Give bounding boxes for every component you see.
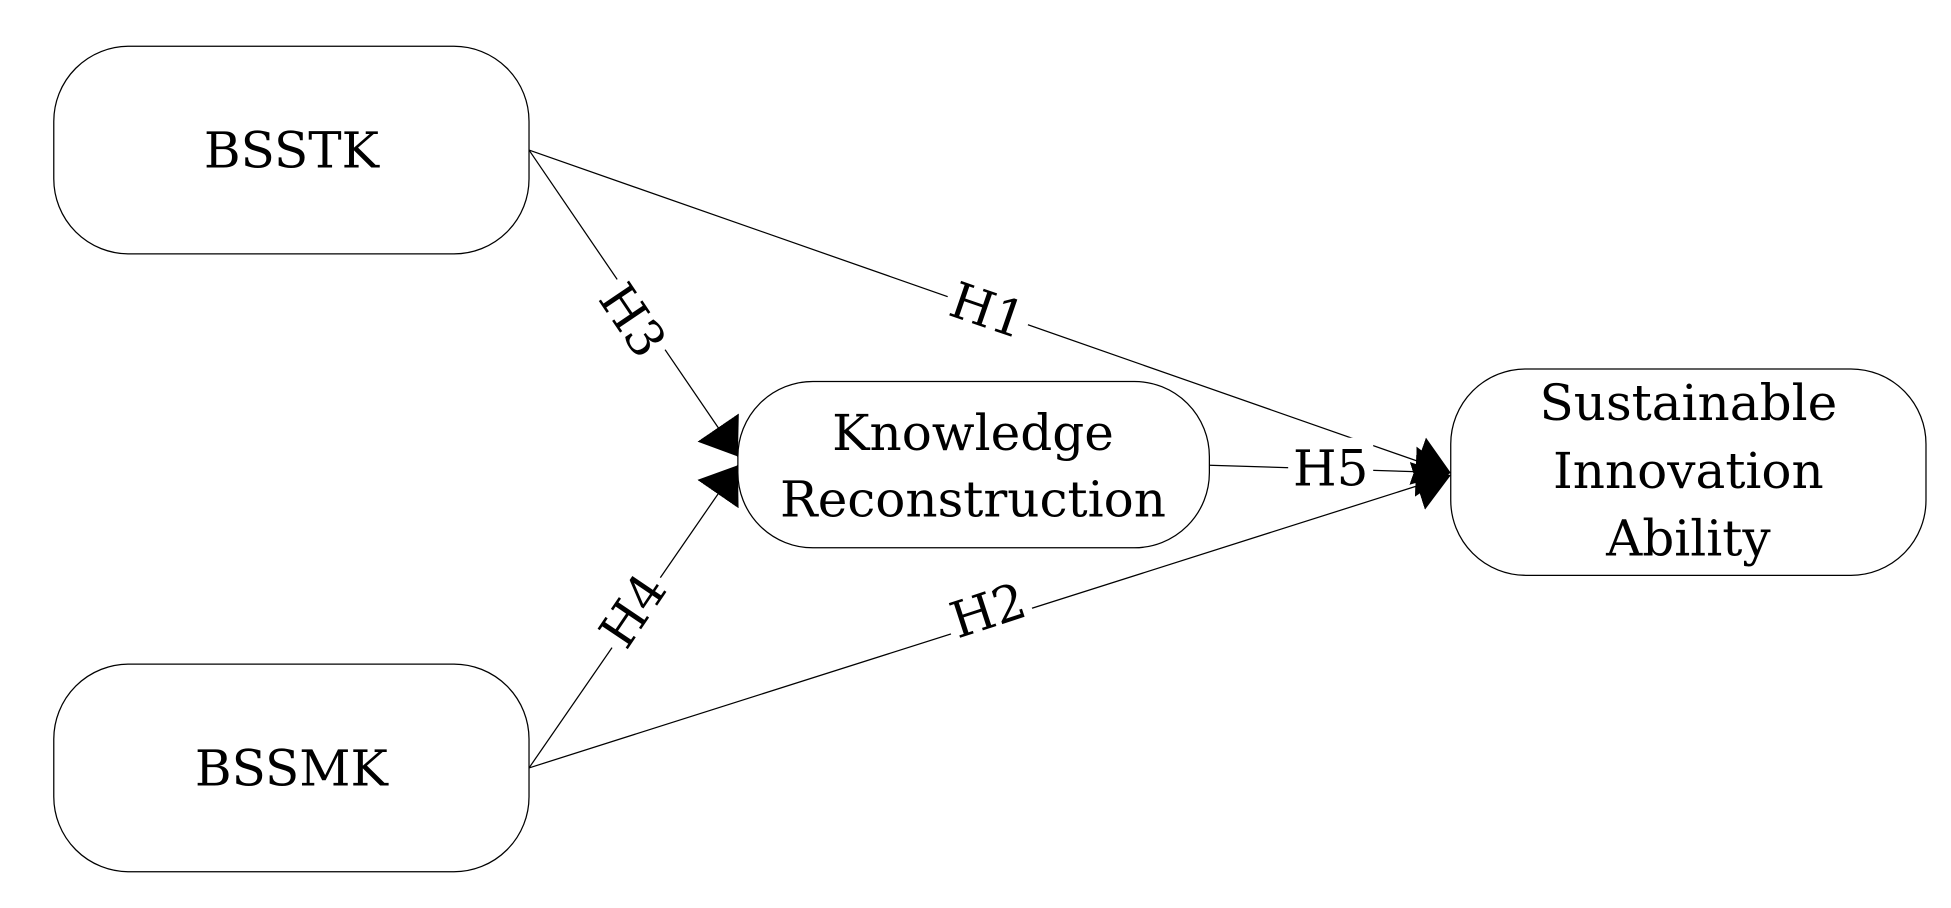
edge-label-h3: H3 [587, 273, 677, 368]
edge-label-h5: H5 [1293, 439, 1368, 497]
node-bsstk: BSSTK [53, 45, 530, 255]
edge-label-h4: H4 [588, 563, 678, 658]
node-sia-line3: Ability [1605, 509, 1771, 567]
node-bssmk-label: BSSMK [195, 739, 390, 797]
node-kr-line1: Knowledge [832, 404, 1114, 462]
node-kr-line2: Reconstruction [780, 471, 1166, 529]
node-bsstk-label: BSSTK [204, 122, 381, 180]
node-sia-line2: Innovation [1553, 442, 1824, 500]
node-sustainable-innovation-ability: Sustainable Innovation Ability [1450, 368, 1927, 576]
node-knowledge-reconstruction: Knowledge Reconstruction [737, 380, 1210, 549]
node-sia-line1: Sustainable [1540, 374, 1838, 432]
node-bssmk: BSSMK [53, 663, 530, 873]
